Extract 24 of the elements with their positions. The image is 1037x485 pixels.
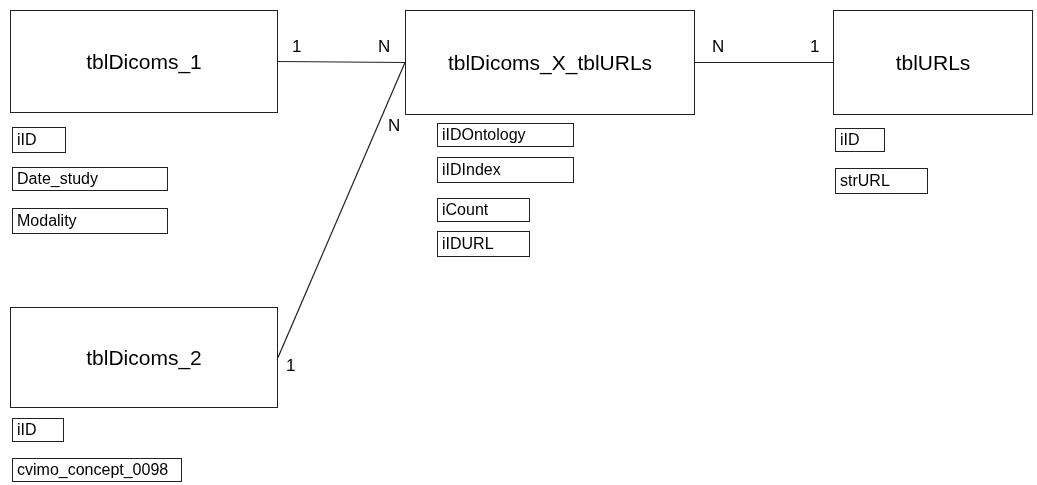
table-box: tblDicoms_2 — [10, 307, 278, 408]
field-box: iIDURL — [437, 231, 530, 257]
cardinality-label: 1 — [810, 38, 820, 55]
connector-line — [694, 61, 834, 64]
table-box: tblDicoms_X_tblURLs — [405, 10, 695, 115]
field-box: iID — [12, 127, 66, 153]
field-box: Date_study — [12, 167, 168, 191]
field-box: Modality — [12, 208, 168, 234]
cardinality-label: N — [712, 38, 725, 55]
field-box: iIDOntology — [437, 123, 574, 147]
connector-line — [277, 61, 406, 359]
field-box: iID — [12, 418, 64, 442]
cardinality-label: 1 — [292, 38, 302, 55]
table-box: tblURLs — [833, 10, 1033, 115]
connector-line — [277, 60, 406, 64]
table-box: tblDicoms_1 — [10, 10, 278, 113]
cardinality-label: 1 — [286, 357, 296, 374]
cardinality-label: N — [388, 117, 401, 134]
field-box: iID — [835, 128, 885, 152]
field-box: strURL — [835, 168, 928, 194]
cardinality-label: N — [378, 38, 391, 55]
field-box: iCount — [437, 198, 530, 222]
field-box: cvimo_concept_0098 — [12, 458, 182, 482]
field-box: iIDIndex — [437, 157, 574, 183]
